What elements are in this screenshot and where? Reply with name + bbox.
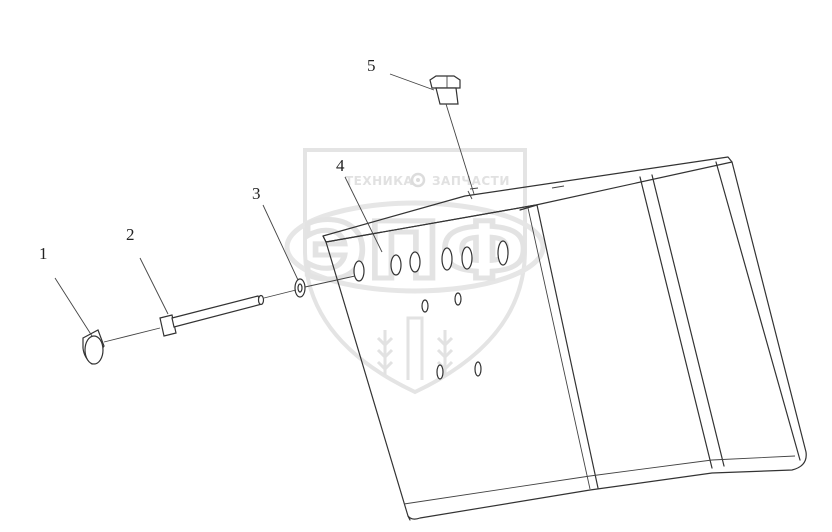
- callout-3: 3: [252, 184, 261, 203]
- fuel-tank: [322, 156, 807, 521]
- assembly-axis-line: [263, 275, 356, 299]
- gear-icon: [410, 172, 426, 188]
- callouts: 1 2 3 4 5: [39, 56, 376, 263]
- callout-2: 2: [126, 225, 135, 244]
- watermark-ring: [284, 200, 546, 294]
- tank-holes: [353, 240, 509, 380]
- callout-4: 4: [336, 156, 345, 175]
- part-5-bolt: [429, 75, 475, 195]
- watermark-right-word: ЗАПЧАСТИ: [432, 174, 510, 188]
- leader-lines: [54, 73, 435, 337]
- watermark-shield: [303, 148, 527, 395]
- callout-1: 1: [39, 244, 48, 263]
- wheat-emblem-icon: [376, 316, 454, 380]
- part-2-rod: [159, 294, 265, 337]
- callout-5: 5: [367, 56, 376, 75]
- part-3-washer: [294, 278, 306, 298]
- watermark-left-word: ТЕХНИКА: [345, 174, 414, 188]
- part-1-cap: [82, 327, 161, 365]
